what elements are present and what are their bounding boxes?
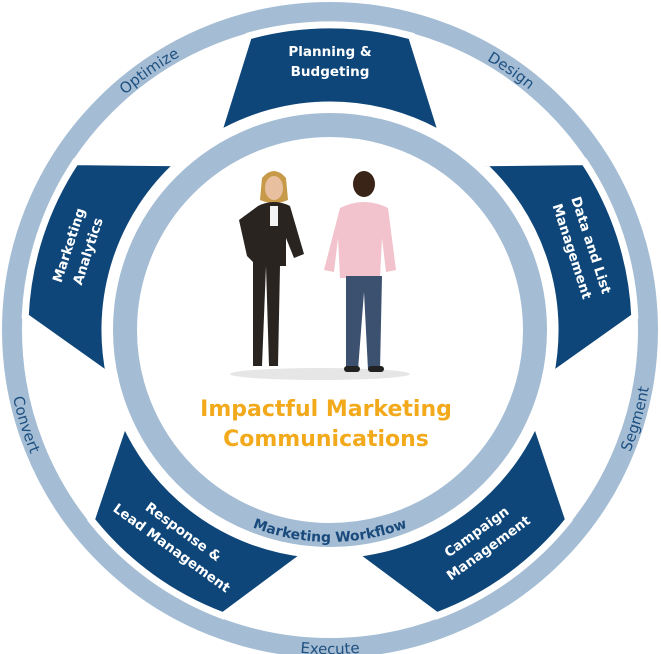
woman-figure [239,171,304,366]
title-line-1: Impactful Marketing [200,397,452,422]
title-line-2: Communications [223,427,429,452]
inner-workflow-ring [113,113,547,547]
people-illustration [230,171,410,380]
segment-label: Budgeting [291,64,370,80]
man-figure [324,171,396,372]
ring-label-segment: Segment [617,385,653,454]
segment-label: Planning & [288,44,371,60]
ring-label-optimize: Optimize [116,44,182,98]
floor-shadow [230,368,410,380]
ring-label-convert: Convert [9,394,44,455]
ring-label-execute: Execute [300,639,360,654]
